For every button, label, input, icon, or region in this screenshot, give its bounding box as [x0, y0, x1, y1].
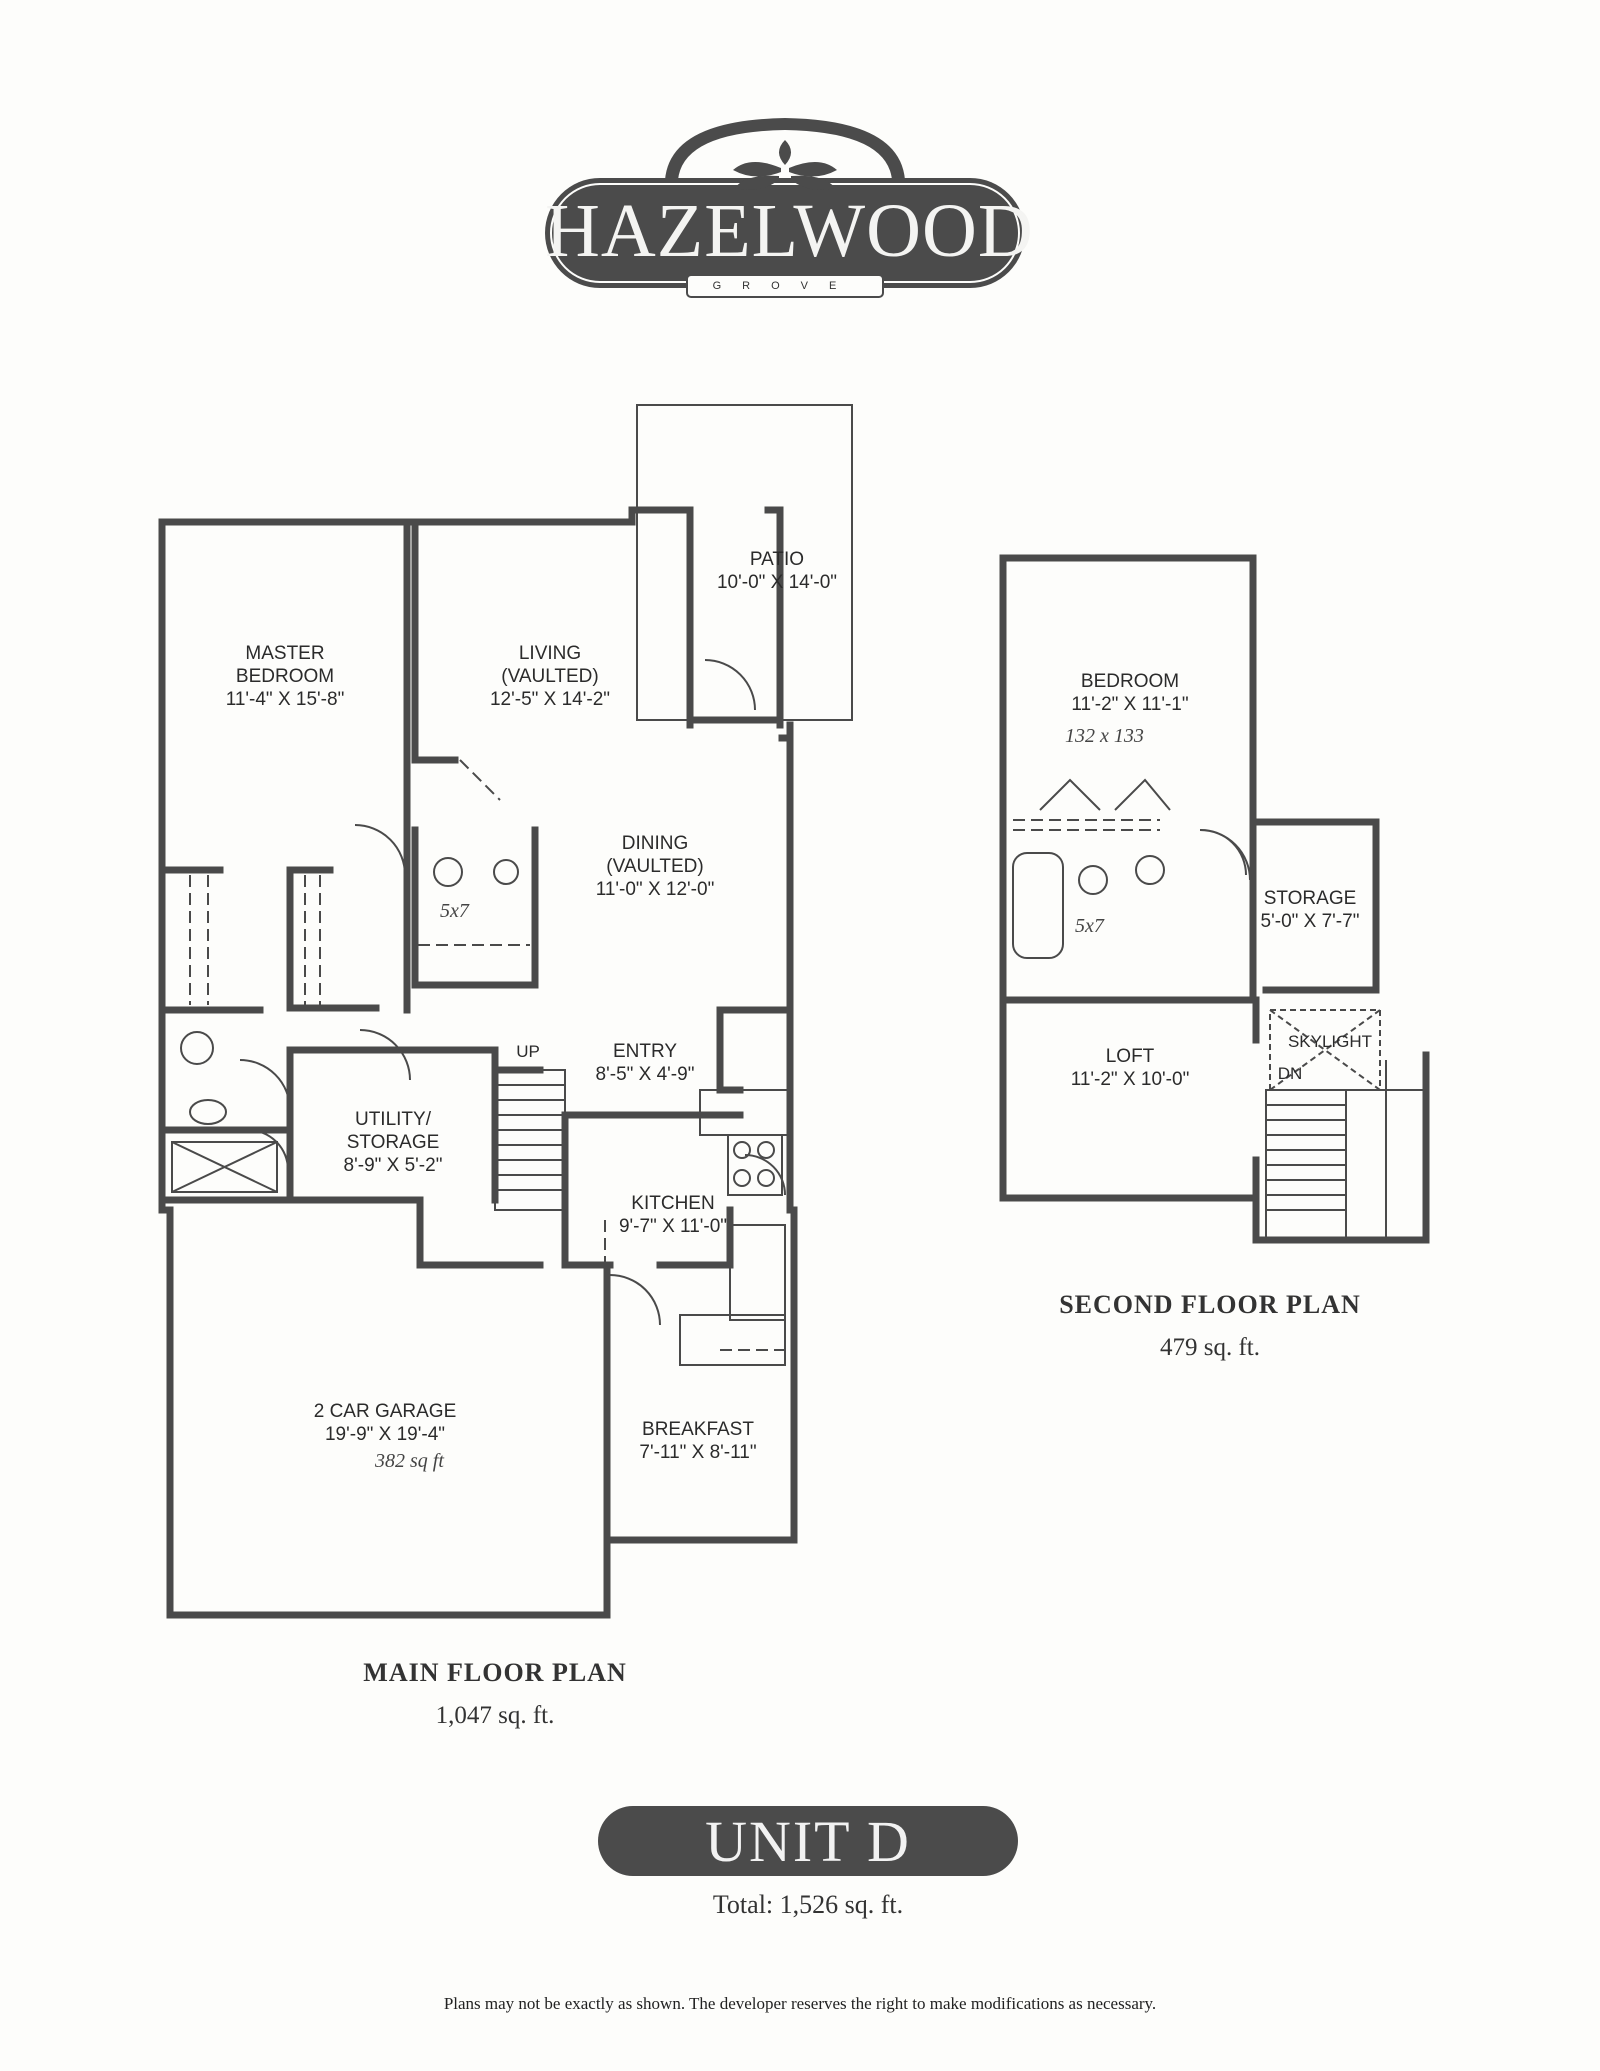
shower-icon — [171, 1141, 278, 1193]
handwritten-note: 132 x 133 — [1065, 725, 1144, 747]
kitchen-wall — [561, 1206, 734, 1544]
second-stairs — [1265, 1060, 1427, 1241]
handwritten-note: 5x7 — [440, 900, 469, 922]
patio-outline — [636, 404, 853, 721]
room-dining: DINING(VAULTED)11'-0" X 12'-0" — [595, 833, 715, 900]
toilet-icon — [1078, 865, 1108, 895]
bathtub-icon — [1012, 852, 1064, 959]
counter — [729, 1224, 786, 1321]
leaf-icon — [733, 140, 837, 190]
toilet-icon — [493, 859, 519, 885]
handwritten-note: 382 sq ft — [375, 1450, 444, 1472]
unit-badge: UNIT D — [598, 1806, 1018, 1876]
window-line — [232, 521, 1173, 559]
hazelwood-logo: HAZELWOOD GROVE — [545, 110, 1034, 315]
master-bedroom-wall — [158, 518, 411, 1014]
unit-name: UNIT D — [705, 1809, 911, 1874]
main-floor-area: 1,047 sq. ft. — [435, 1702, 555, 1729]
sink-icon — [189, 1099, 227, 1125]
utility-wall — [286, 1046, 544, 1269]
toilet-icon — [433, 857, 463, 887]
main-floor-wall-top-right — [628, 506, 694, 729]
second-floor-outer-wall — [999, 554, 1430, 1244]
logo-subtitle: GROVE — [712, 280, 858, 292]
closet-rod — [189, 759, 790, 1380]
stair-down-label: DN — [1277, 1064, 1303, 1083]
second-floor-caption: SECOND FLOOR PLAN 479 sq. ft. — [1010, 1290, 1410, 1362]
bath-block-wall — [158, 1006, 294, 1204]
door-swing — [239, 659, 786, 1326]
room-living: LIVING(VAULTED)12'-5" X 14'-2" — [489, 643, 611, 710]
handwritten-note: 5x7 — [1075, 915, 1104, 937]
counter — [679, 1314, 786, 1366]
logo-name: HAZELWOOD — [545, 189, 1034, 273]
main-stairs — [494, 1069, 566, 1211]
living-wall — [411, 518, 539, 989]
skylight-label: SKYLIGHT — [1287, 1032, 1373, 1051]
total-area: Total: 1,526 sq. ft. — [712, 1890, 904, 1919]
disclaimer: Plans may not be exactly as shown. The d… — [443, 1994, 1157, 2013]
door-swing — [1199, 828, 1251, 881]
main-floor-title: MAIN FLOOR PLAN — [363, 1658, 627, 1687]
logo-emblem — [545, 118, 1025, 298]
stair-up-label: UP — [516, 1042, 540, 1061]
second-floor-area: 479 sq. ft. — [1160, 1334, 1260, 1361]
toilet-icon — [1135, 855, 1165, 885]
toilet-icon — [180, 1031, 214, 1065]
second-floor-title: SECOND FLOOR PLAN — [1059, 1290, 1361, 1319]
closet-rod — [1013, 819, 1160, 831]
counter — [699, 1089, 791, 1136]
main-floor-caption: MAIN FLOOR PLAN 1,047 sq. ft. — [295, 1658, 695, 1730]
closet-door — [1039, 778, 1171, 811]
